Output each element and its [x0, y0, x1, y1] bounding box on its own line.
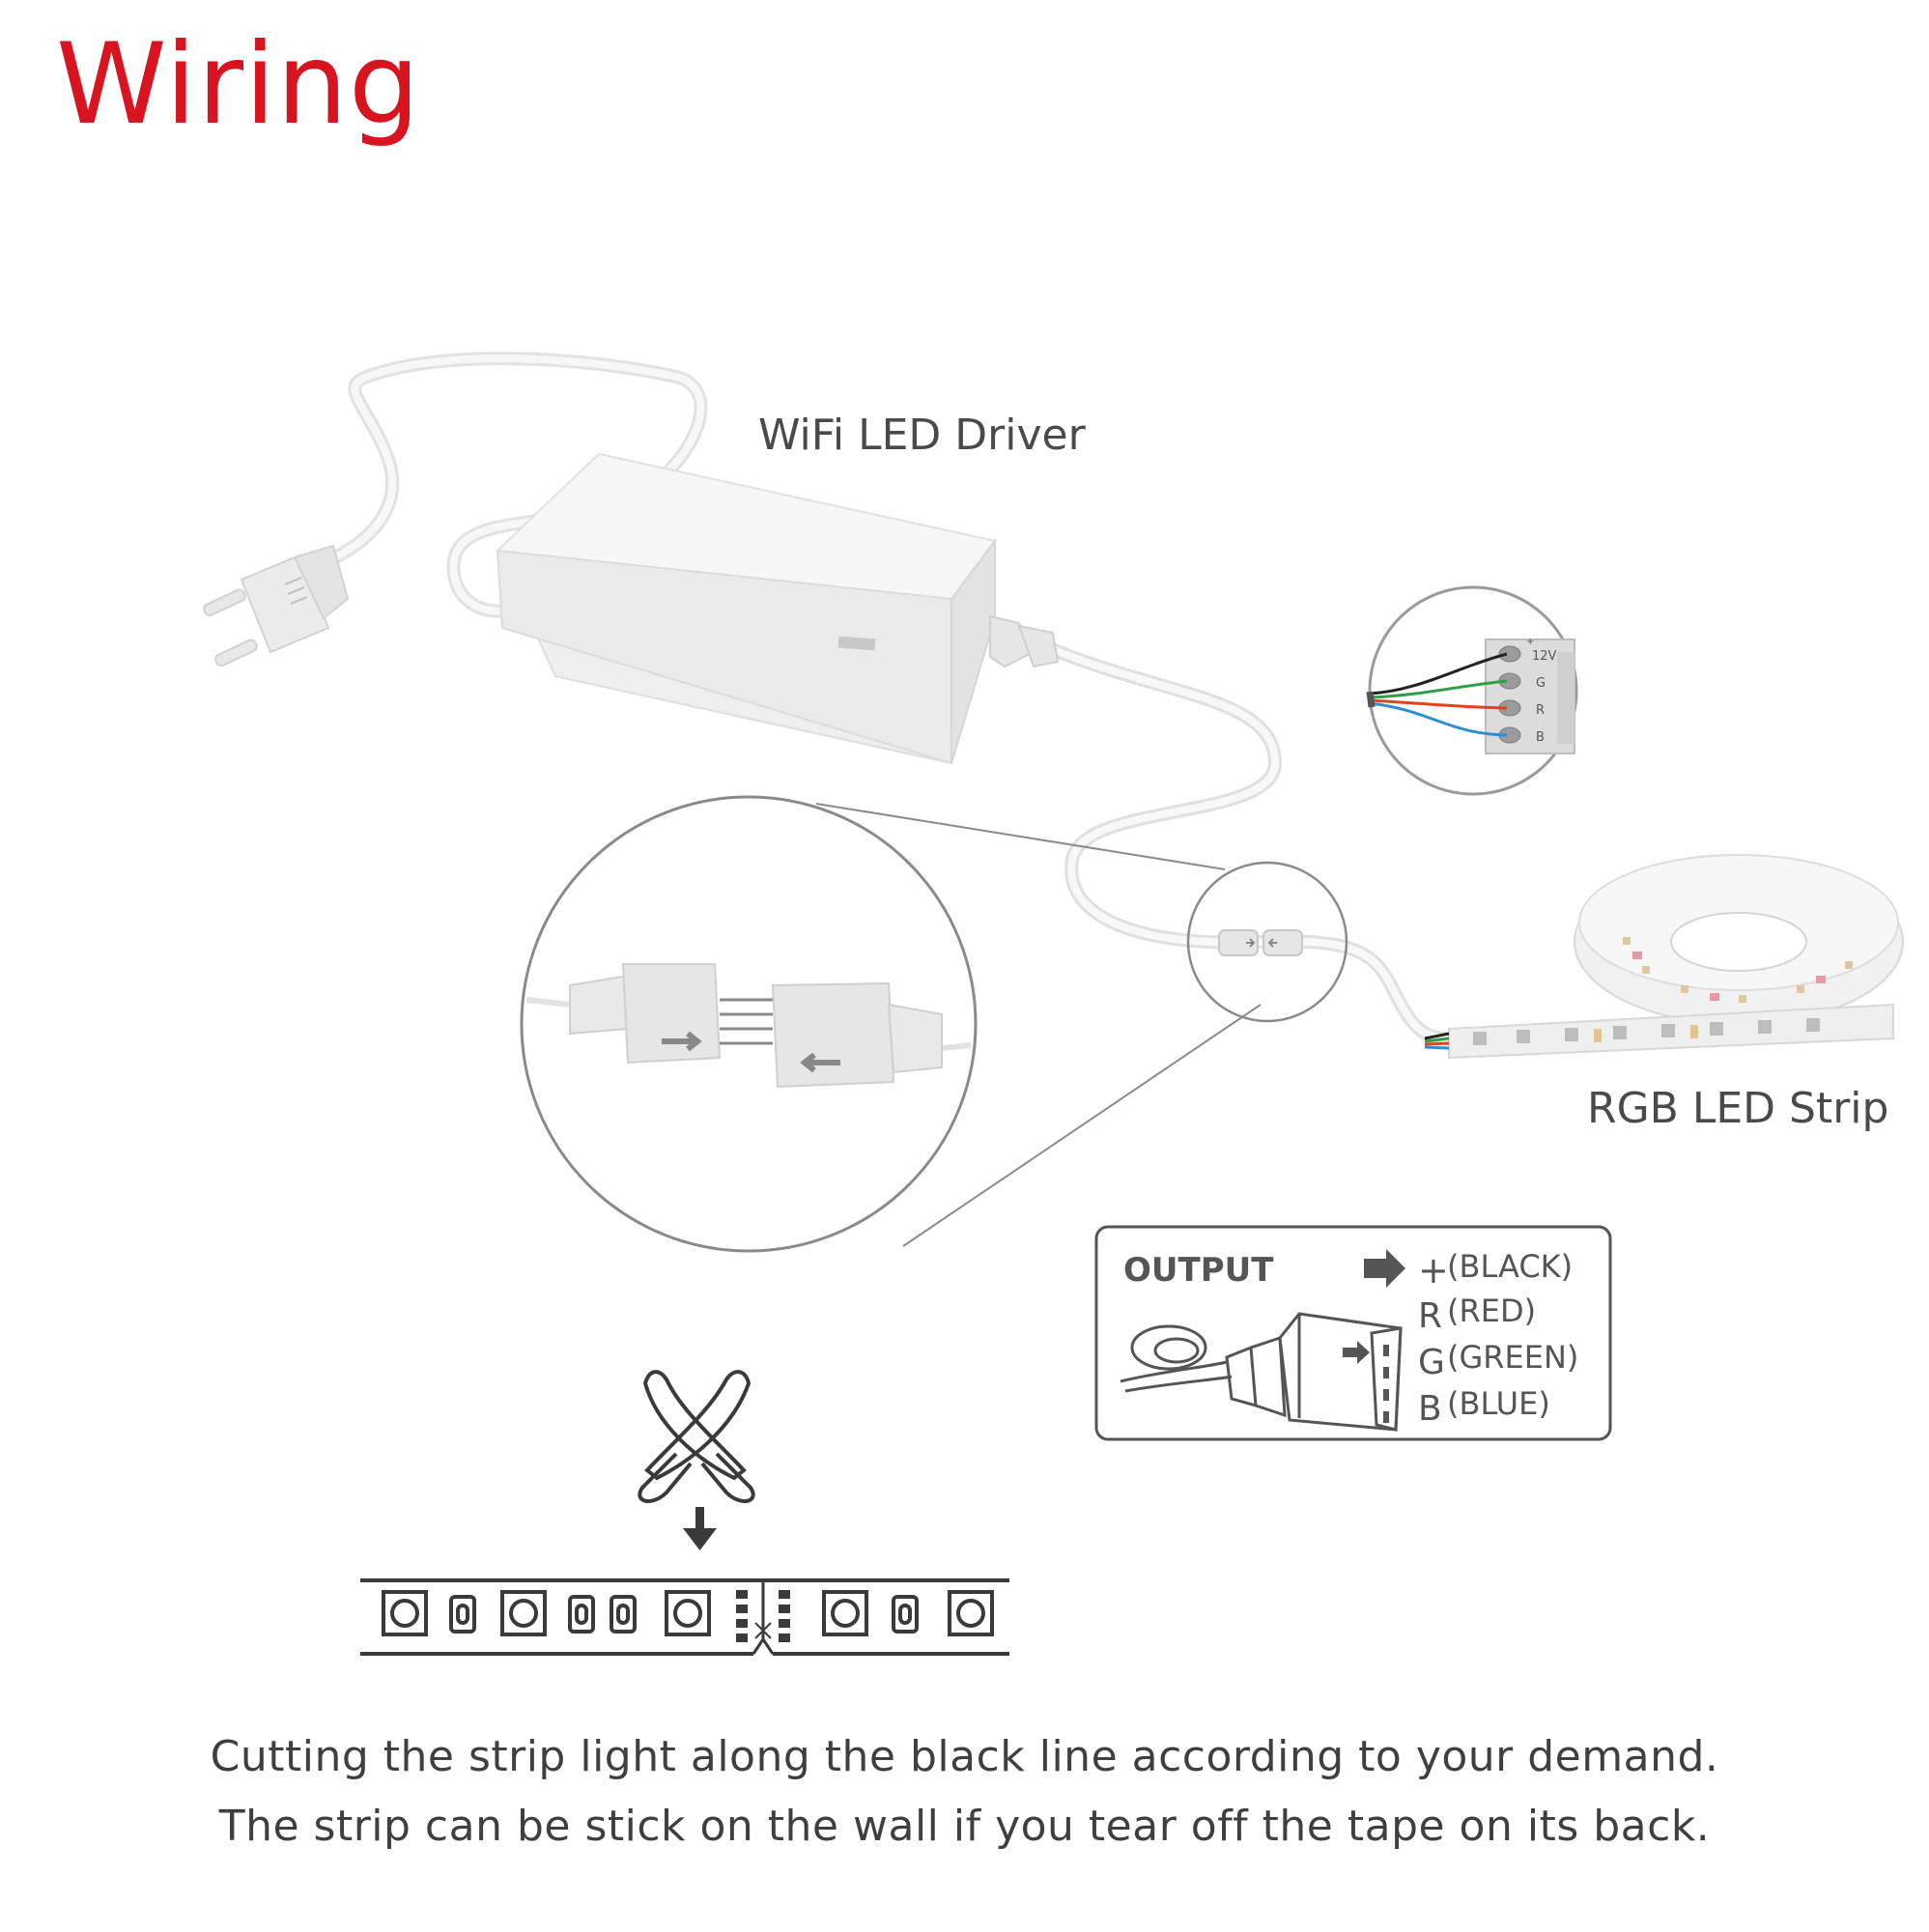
output-connector-drawing	[1120, 1312, 1403, 1432]
legend-symbol-g: G	[1418, 1343, 1445, 1382]
status-led-indicator	[837, 636, 876, 651]
page-title: Wiring	[56, 19, 421, 150]
svg-text:+: +	[1526, 637, 1534, 647]
connector-small-circle	[1186, 861, 1348, 1023]
legend-text-black: (BLACK)	[1447, 1248, 1573, 1285]
legend-symbol-r: R	[1418, 1296, 1442, 1336]
output-heading: OUTPUT	[1123, 1251, 1274, 1290]
caption-line-1: Cutting the strip light along the black …	[210, 1732, 1719, 1781]
zoom-line-top	[815, 803, 1226, 870]
legend-symbol-b: B	[1418, 1389, 1442, 1429]
zoom-line-bottom	[902, 1004, 1262, 1247]
wire-blue	[1369, 701, 1508, 737]
wire-green	[1369, 679, 1508, 699]
cut-pads	[736, 1590, 790, 1642]
driver-label: WiFi LED Driver	[758, 411, 1086, 460]
pin-label-12v: 12V	[1532, 649, 1557, 664]
pin-label-g: G	[1536, 676, 1546, 691]
strip-label: RGB LED Strip	[1587, 1084, 1889, 1133]
led-strip-reel	[1424, 854, 1904, 1060]
arrow-right-icon	[662, 1031, 702, 1052]
wire-black	[1369, 652, 1508, 696]
output-legend: OUTPUT + (BLACK) R (RED) G (GREEN) B (BL…	[1094, 1225, 1612, 1441]
legend-symbol-plus: +	[1418, 1249, 1449, 1292]
down-arrow-icon	[683, 1507, 717, 1550]
plug-icon	[203, 544, 350, 668]
legend-text-red: (RED)	[1447, 1293, 1536, 1329]
arrow-left-icon	[800, 1052, 840, 1073]
pin-label-b: B	[1536, 730, 1545, 745]
wifi-led-driver	[495, 452, 1060, 765]
wire-red	[1369, 698, 1508, 710]
connector-magnified-circle	[520, 795, 978, 1253]
terminal-detail-circle: 12V G R B +	[1366, 585, 1578, 796]
cut-mark-icon	[754, 1621, 772, 1640]
led-strip-segment	[360, 1578, 1009, 1656]
caption-line-2: The strip can be stick on the wall if yo…	[218, 1802, 1711, 1851]
pin-label-r: R	[1536, 703, 1545, 718]
legend-text-green: (GREEN)	[1447, 1339, 1578, 1376]
scissors-icon	[638, 1370, 755, 1503]
arrow-right-icon	[1364, 1249, 1405, 1288]
legend-text-blue: (BLUE)	[1447, 1385, 1550, 1422]
